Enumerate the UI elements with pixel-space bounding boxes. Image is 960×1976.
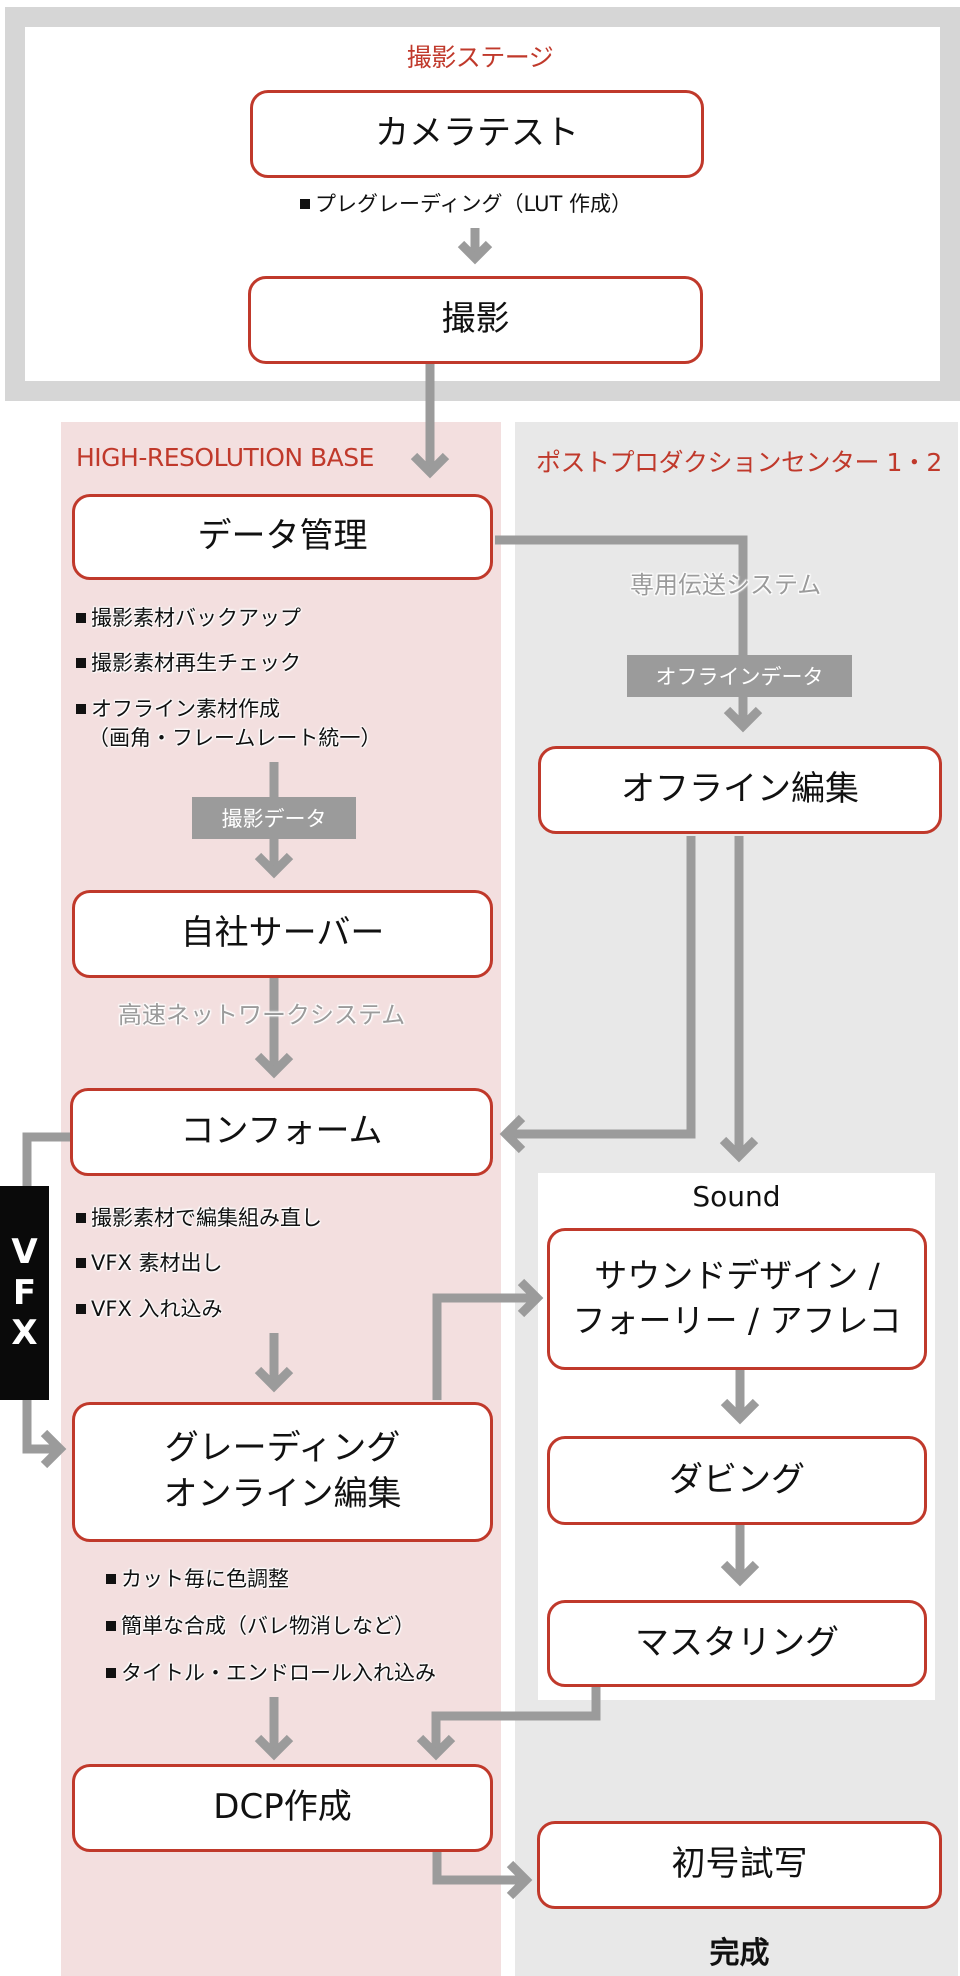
- bullet-icon: [106, 1574, 116, 1584]
- foley-adr-label: フォーリー / アフレコ: [572, 1301, 902, 1340]
- data-note-text: オフライン素材作成: [91, 697, 280, 721]
- bullet-icon: [76, 704, 86, 714]
- sound-design-label: サウンドデザイン /: [594, 1256, 880, 1296]
- data-note-item: オフライン素材作成: [76, 693, 280, 723]
- grading-note-text: 簡単な合成（バレ物消しなど）: [121, 1614, 415, 1638]
- mastering-box[interactable]: マスタリング: [547, 1600, 927, 1687]
- transfer-system-label: 専用伝送システム: [630, 571, 822, 599]
- sound-title: Sound: [692, 1180, 781, 1213]
- dubbing-label: ダビング: [669, 1459, 805, 1500]
- grading-online-edit-box[interactable]: グレーディング オンライン編集: [72, 1402, 493, 1542]
- grading-note-text: カット毎に色調整: [121, 1567, 289, 1591]
- bullet-icon: [76, 613, 86, 623]
- dcp-creation-box[interactable]: DCP作成: [72, 1764, 493, 1852]
- online-edit-label: オンライン編集: [163, 1474, 402, 1514]
- conform-note-item: VFX 素材出し: [76, 1247, 223, 1277]
- grading-note-text: タイトル・エンドロール入れ込み: [121, 1661, 436, 1685]
- bullet-icon: [76, 658, 86, 668]
- bullet-icon: [76, 1258, 86, 1268]
- conform-note-text: 撮影素材で編集組み直し: [91, 1206, 322, 1230]
- own-server-box[interactable]: 自社サーバー: [72, 890, 493, 978]
- post-production-title: ポストプロダクションセンター 1・2: [536, 448, 942, 477]
- conform-label: コンフォーム: [180, 1111, 383, 1152]
- data-management-label: データ管理: [197, 516, 368, 557]
- bullet-icon: [300, 199, 310, 209]
- conform-box[interactable]: コンフォーム: [70, 1088, 493, 1176]
- offline-data-tag: オフラインデータ: [627, 655, 852, 697]
- vfx-tab[interactable]: V F X: [0, 1186, 49, 1400]
- grading-note-item: 簡単な合成（バレ物消しなど）: [106, 1610, 415, 1640]
- data-note-item: 撮影素材バックアップ: [76, 602, 301, 632]
- high-resolution-base-column: [61, 422, 501, 1976]
- data-note-text: 撮影素材バックアップ: [91, 606, 301, 630]
- bullet-icon: [106, 1668, 116, 1678]
- high-resolution-base-title: HIGH-RESOLUTION BASE: [76, 443, 374, 472]
- network-system-label: 高速ネットワークシステム: [118, 1001, 406, 1029]
- dubbing-box[interactable]: ダビング: [547, 1436, 927, 1525]
- bullet-icon: [106, 1621, 116, 1631]
- shooting-data-tag: 撮影データ: [192, 797, 356, 839]
- data-note-text: 撮影素材再生チェック: [91, 651, 301, 675]
- arrowhead: [40, 1429, 67, 1469]
- vfx-letter: V: [11, 1231, 38, 1272]
- dcp-creation-label: DCP作成: [213, 1787, 352, 1828]
- conform-note-text: VFX 入れ込み: [91, 1297, 223, 1321]
- first-screening-box[interactable]: 初号試写: [537, 1821, 942, 1909]
- camera-test-box[interactable]: カメラテスト: [250, 90, 704, 178]
- grading-note-item: カット毎に色調整: [106, 1563, 289, 1593]
- shooting-stage-title: 撮影ステージ: [406, 43, 554, 72]
- bullet-icon: [76, 1304, 86, 1314]
- offline-edit-label: オフライン編集: [621, 769, 859, 810]
- camera-test-note-text: プレグレーディング（LUT 作成）: [315, 192, 633, 216]
- conform-note-item: 撮影素材で編集組み直し: [76, 1202, 322, 1232]
- mastering-label: マスタリング: [635, 1622, 839, 1663]
- shooting-box[interactable]: 撮影: [248, 276, 703, 364]
- data-note-item: 撮影素材再生チェック: [76, 647, 301, 677]
- own-server-label: 自社サーバー: [180, 913, 385, 954]
- camera-test-note: プレグレーディング（LUT 作成）: [300, 188, 632, 218]
- bullet-icon: [76, 1213, 86, 1223]
- conform-note-text: VFX 素材出し: [91, 1251, 223, 1275]
- grading-label: グレーディング: [164, 1428, 401, 1469]
- camera-test-label: カメラテスト: [375, 113, 579, 154]
- data-management-box[interactable]: データ管理: [72, 494, 493, 580]
- offline-edit-box[interactable]: オフライン編集: [538, 746, 942, 834]
- sound-design-box[interactable]: サウンドデザイン / フォーリー / アフレコ: [547, 1228, 927, 1370]
- vfx-letter: X: [11, 1313, 38, 1354]
- grading-note-item: タイトル・エンドロール入れ込み: [106, 1657, 436, 1687]
- first-screening-label: 初号試写: [671, 1844, 808, 1885]
- vfx-letter: F: [12, 1272, 37, 1313]
- data-note-continuation: （画角・フレームレート統一）: [88, 726, 382, 750]
- conform-note-item: VFX 入れ込み: [76, 1293, 223, 1323]
- shooting-label: 撮影: [441, 299, 510, 340]
- complete-label: 完成: [709, 1936, 770, 1971]
